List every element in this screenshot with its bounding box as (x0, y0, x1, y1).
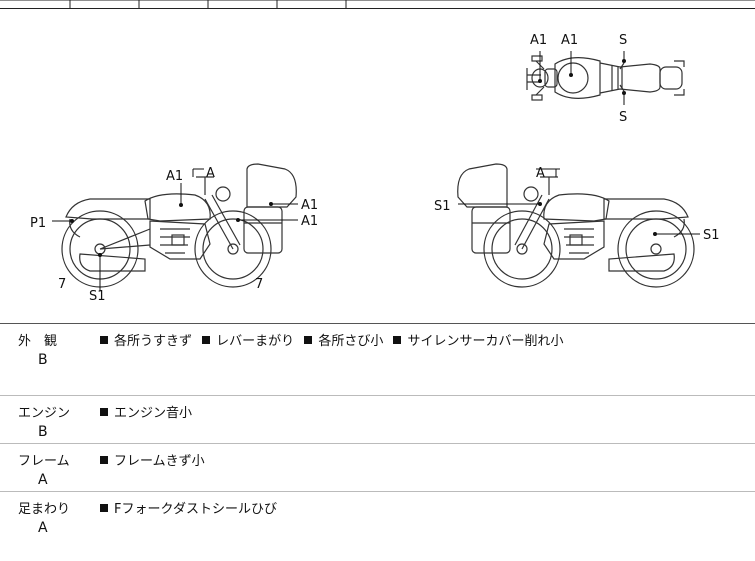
row-category: フレーム (18, 454, 70, 469)
condition-row-engine: エンジン B エンジン音小 (0, 396, 755, 444)
bullet-square-icon (304, 336, 313, 344)
left-label-4: A1 (301, 214, 318, 229)
left-label-8: 7 (255, 277, 263, 292)
motorcycle-top-view (526, 55, 685, 101)
row-grade: A (38, 472, 48, 488)
bullet-square-icon (100, 504, 108, 512)
note-item: レバーまがり (216, 334, 295, 349)
note-item: フレームきず小 (114, 454, 205, 469)
row-grade: A (38, 520, 48, 536)
header-table-fragment (0, 0, 755, 8)
row-category: エンジン (18, 406, 71, 421)
left-label-3: A1 (301, 198, 318, 213)
condition-row-frame: フレーム A フレームきず小 (0, 444, 755, 492)
row-category: 足まわり (18, 502, 71, 517)
leader-dots (70, 59, 657, 257)
note-item: エンジン音小 (114, 406, 193, 421)
right-label-3: S1 (703, 228, 720, 243)
row-grade: B (38, 352, 48, 368)
note-item: サイレンサーカバー削れ小 (407, 334, 564, 349)
left-label-7: S1 (89, 289, 106, 304)
row-notes: エンジン音小 (100, 402, 198, 421)
row-category: 外 観 (18, 334, 58, 349)
row-notes: フレームきず小 (100, 450, 211, 469)
bullet-square-icon (393, 336, 402, 344)
condition-row-suspension: 足まわり A Fフォークダストシールひび (0, 492, 755, 561)
motorcycle-diagram: A1 A1 S S A1 A A1 A1 P1 7 S1 7 A S1 S1 (30, 33, 720, 304)
right-label-2: S1 (434, 199, 451, 214)
note-item: Fフォークダストシールひび (114, 502, 277, 517)
left-label-5: P1 (30, 216, 46, 231)
top-label-4: S (619, 110, 627, 125)
bullet-square-icon (202, 336, 211, 344)
top-label-3: S (619, 33, 627, 48)
leader-lines (52, 51, 700, 291)
bullet-square-icon (100, 336, 108, 344)
left-label-2: A (206, 166, 215, 181)
right-label-1: A (536, 166, 545, 181)
motorcycle-right-view (457, 163, 695, 288)
row-notes: Fフォークダストシールひび (100, 498, 283, 517)
top-label-1: A1 (530, 33, 547, 48)
bullet-square-icon (100, 456, 108, 464)
top-label-2: A1 (561, 33, 578, 48)
row-grade: B (38, 424, 48, 440)
row-notes: 各所うすきず レバーまがり 各所さび小 サイレンサーカバー削れ小 (100, 330, 569, 349)
note-item: 各所さび小 (318, 334, 384, 349)
left-label-1: A1 (166, 169, 183, 184)
condition-row-exterior: 外 観 B 各所うすきず レバーまがり 各所さび小 サイレンサーカバー削れ小 (0, 324, 755, 396)
bullet-square-icon (100, 408, 108, 416)
damage-diagram: A1 A1 S S A1 A A1 A1 P1 7 S1 7 A S1 S1 (0, 8, 755, 324)
note-item: 各所うすきず (114, 334, 193, 349)
left-label-6: 7 (58, 277, 66, 292)
